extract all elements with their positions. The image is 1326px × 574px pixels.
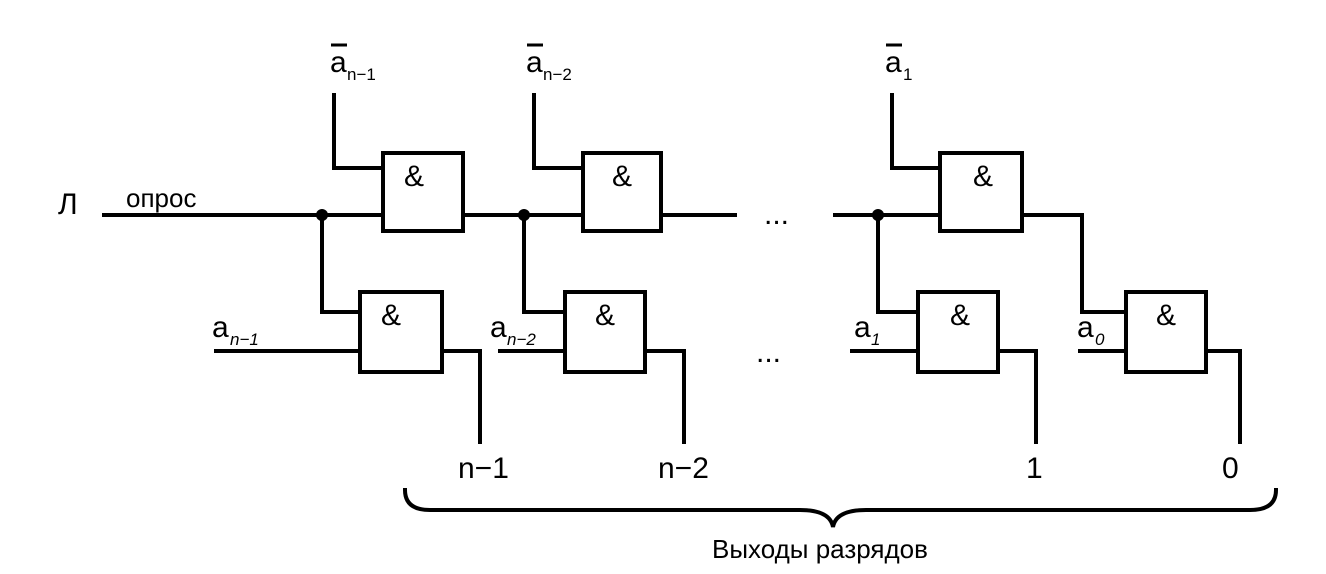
- top-input-wire-3: [890, 93, 942, 170]
- output-label-1: n−1: [458, 452, 509, 485]
- output-wire-1: [440, 349, 482, 444]
- svg-text:a: a: [885, 46, 902, 79]
- top-input-label-1: a n−1: [330, 43, 376, 84]
- top-and-gate-3: [938, 151, 1024, 233]
- svg-text:0: 0: [1095, 330, 1105, 349]
- ellipsis-top: ...: [764, 198, 789, 231]
- bottom-gate-1-symbol: &: [381, 299, 401, 332]
- bottom-input-label-1: a n−1: [212, 311, 259, 349]
- svg-text:n−1: n−1: [347, 65, 376, 84]
- top-and-gate-1: [381, 151, 465, 233]
- top-and-gate-2: [581, 151, 663, 233]
- svg-text:a: a: [854, 311, 871, 344]
- svg-text:1: 1: [903, 65, 912, 84]
- bottom-gate-2-symbol: &: [595, 299, 615, 332]
- enable-wire-1: [320, 213, 362, 314]
- output-wire-4: [1204, 349, 1242, 444]
- bottom-and-gate-3: [916, 290, 1000, 374]
- bottom-gate-4-symbol: &: [1156, 299, 1176, 332]
- enable-wire-3: [876, 213, 920, 314]
- bottom-and-gate-1: [358, 290, 444, 374]
- svg-text:1: 1: [871, 330, 880, 349]
- bottom-and-gate-4: [1124, 290, 1208, 374]
- svg-text:a: a: [490, 311, 507, 344]
- bottom-input-label-3: a 1: [854, 311, 880, 349]
- output-wire-2: [643, 349, 686, 444]
- svg-text:a: a: [330, 46, 347, 79]
- ellipsis-bottom: ...: [756, 336, 781, 369]
- svg-text:n−2: n−2: [543, 65, 572, 84]
- pulse-symbol: Л: [58, 188, 78, 221]
- poll-label: опрос: [126, 183, 196, 213]
- top-input-label-2: a n−2: [526, 43, 572, 84]
- svg-text:a: a: [526, 46, 543, 79]
- bottom-and-gate-2: [563, 290, 647, 374]
- outputs-brace: [402, 487, 1279, 528]
- bottom-gate-3-symbol: &: [950, 299, 970, 332]
- output-label-3: 1: [1026, 452, 1043, 485]
- svg-text:a: a: [1077, 311, 1094, 344]
- top-input-wire-1: [332, 93, 385, 170]
- top-gate-3-symbol: &: [973, 160, 993, 193]
- bottom-input-label-4: a 0: [1077, 311, 1105, 349]
- output-label-4: 0: [1222, 452, 1239, 485]
- output-wire-3: [996, 349, 1038, 444]
- top-gate-2-symbol: &: [612, 160, 632, 193]
- bottom-input-label-2: a n−2: [490, 311, 536, 349]
- top-input-label-3: a 1: [885, 43, 912, 84]
- outputs-caption: Выходы разрядов: [712, 534, 928, 564]
- output-label-2: n−2: [658, 452, 709, 485]
- svg-text:a: a: [212, 311, 229, 344]
- svg-text:n−2: n−2: [507, 330, 536, 349]
- top-gate-1-symbol: &: [404, 160, 424, 193]
- enable-wire-4: [1020, 213, 1128, 314]
- enable-wire-2: [522, 213, 567, 314]
- top-input-wire-2: [532, 93, 585, 170]
- svg-text:n−1: n−1: [230, 330, 259, 349]
